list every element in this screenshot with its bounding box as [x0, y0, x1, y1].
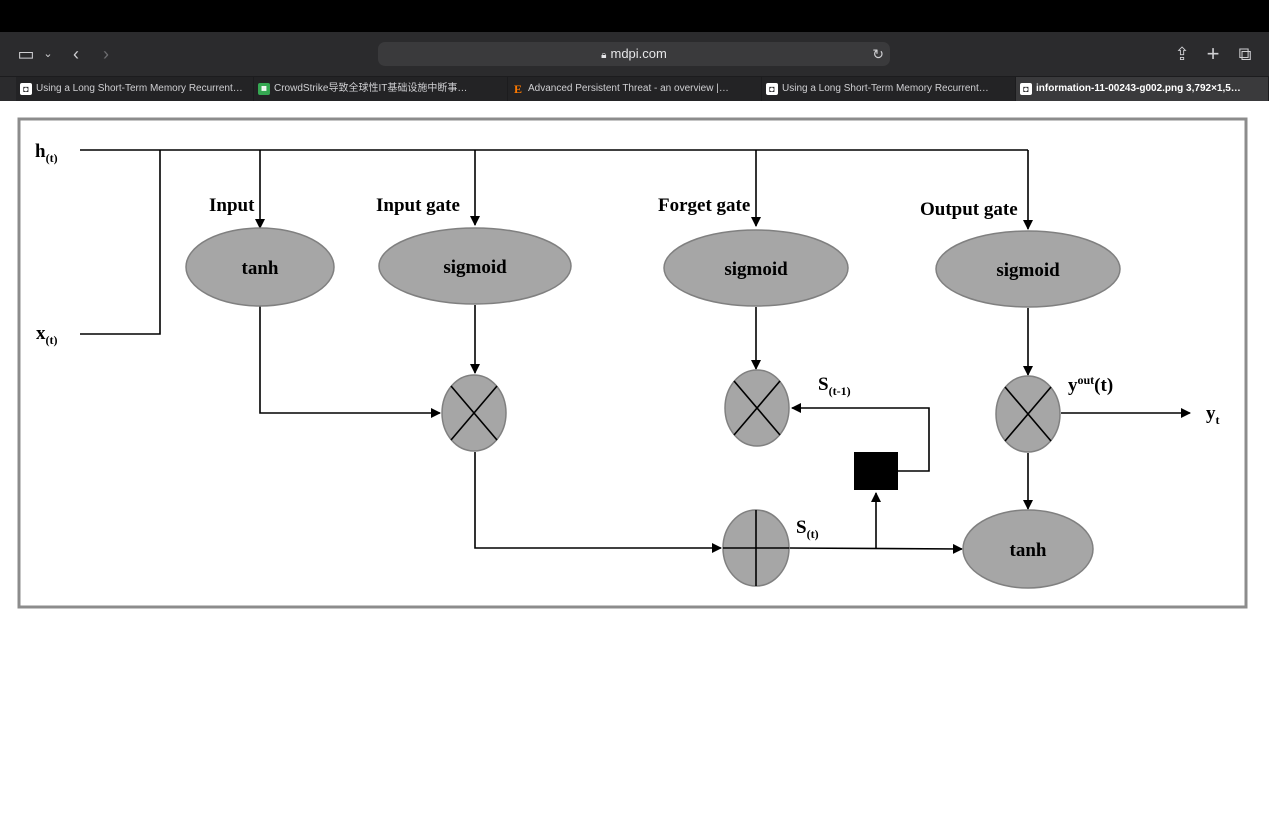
- output-gate-label: Output gate: [920, 199, 1018, 220]
- s-cur-label: S(t): [796, 517, 819, 541]
- sigmoid-forget-gate-node: [663, 229, 849, 307]
- input-gate-label: Input gate: [376, 195, 460, 216]
- x-t-label: x(t): [36, 323, 58, 347]
- url-text: mdpi.com: [610, 46, 667, 61]
- address-bar[interactable]: 🔒︎mdpi.com ↻: [378, 42, 890, 66]
- tanh-output-label: tanh: [1010, 540, 1047, 561]
- share-icon[interactable]: ⇪: [1174, 44, 1190, 64]
- tab-label: Advanced Persistent Threat - an overview…: [528, 83, 729, 94]
- sigmoid-input-gate-node: [378, 227, 572, 305]
- delay-block: [854, 452, 898, 490]
- arrow-delay-feedback: [791, 403, 930, 472]
- tab-lstm-2[interactable]: ◘ Using a Long Short-Term Memory Recurre…: [762, 77, 1016, 101]
- lock-icon: 🔒︎: [601, 50, 607, 61]
- tab-crowdstrike[interactable]: ▦ CrowdStrike导致全球性IT基础设施中断事…: [254, 77, 508, 101]
- y-t-label: yt: [1206, 403, 1220, 427]
- tab-label: Using a Long Short-Term Memory Recurrent…: [36, 83, 243, 94]
- tanh-output-node: [962, 509, 1094, 589]
- document-icon: ◘: [20, 83, 32, 95]
- arrow-sum-to-tanh: [788, 543, 963, 554]
- tab-image-active[interactable]: ◘ information-11-00243-g002.png 3,792×1,…: [1016, 77, 1269, 101]
- image-viewer: tanh sigmoid sigmoid sigmoid tanh Input …: [0, 101, 1269, 834]
- sigmoid-output-label: sigmoid: [996, 260, 1060, 281]
- tab-label: Using a Long Short-Term Memory Recurrent…: [782, 83, 989, 94]
- tab-bar: ◘ Using a Long Short-Term Memory Recurre…: [0, 76, 1269, 101]
- tab-apt-overview[interactable]: E Advanced Persistent Threat - an overvi…: [508, 77, 762, 101]
- top-black-bar: [0, 0, 1269, 32]
- chevron-down-icon[interactable]: ⌄: [43, 48, 53, 60]
- h-t-label: h(t): [35, 141, 58, 165]
- tab-label: information-11-00243-g002.png 3,792×1,5…: [1036, 83, 1241, 94]
- tab-lstm-1[interactable]: ◘ Using a Long Short-Term Memory Recurre…: [16, 77, 254, 101]
- sigmoid-forget-label: sigmoid: [724, 259, 788, 280]
- green-site-icon: ▦: [258, 83, 270, 95]
- tanh-input-node: [185, 227, 335, 307]
- arrow-multiply-to-sum: [474, 452, 722, 553]
- back-arrow-icon[interactable]: ‹: [73, 44, 79, 64]
- s-prev-label: S(t-1): [818, 374, 851, 398]
- forward-arrow-icon[interactable]: ›: [103, 44, 109, 64]
- arrow-tanh-to-multiply: [259, 306, 441, 418]
- elsevier-icon: E: [513, 82, 522, 96]
- reload-icon[interactable]: ↻: [872, 46, 884, 62]
- sigmoid-input-label: sigmoid: [443, 257, 507, 278]
- x-input-line: [80, 150, 161, 335]
- tab-overview-icon[interactable]: ⧉: [1238, 44, 1252, 64]
- forget-gate-label: Forget gate: [658, 195, 750, 216]
- lstm-diagram: tanh sigmoid sigmoid sigmoid tanh Input …: [17, 117, 1248, 609]
- document-icon: ◘: [766, 83, 778, 95]
- sidebar-toggle-icon[interactable]: ▭: [17, 44, 35, 64]
- browser-toolbar: ▭ ⌄ ‹ › 🔒︎mdpi.com ↻ ⇪ + ⧉: [0, 32, 1269, 76]
- sigmoid-output-gate-node: [935, 230, 1121, 308]
- document-icon: ◘: [1020, 83, 1032, 95]
- tab-label: CrowdStrike导致全球性IT基础设施中断事…: [274, 83, 468, 94]
- y-out-label: yout(t): [1068, 373, 1113, 396]
- new-tab-icon[interactable]: +: [1206, 41, 1220, 66]
- tanh-input-label: tanh: [242, 258, 279, 279]
- input-label: Input: [209, 195, 255, 216]
